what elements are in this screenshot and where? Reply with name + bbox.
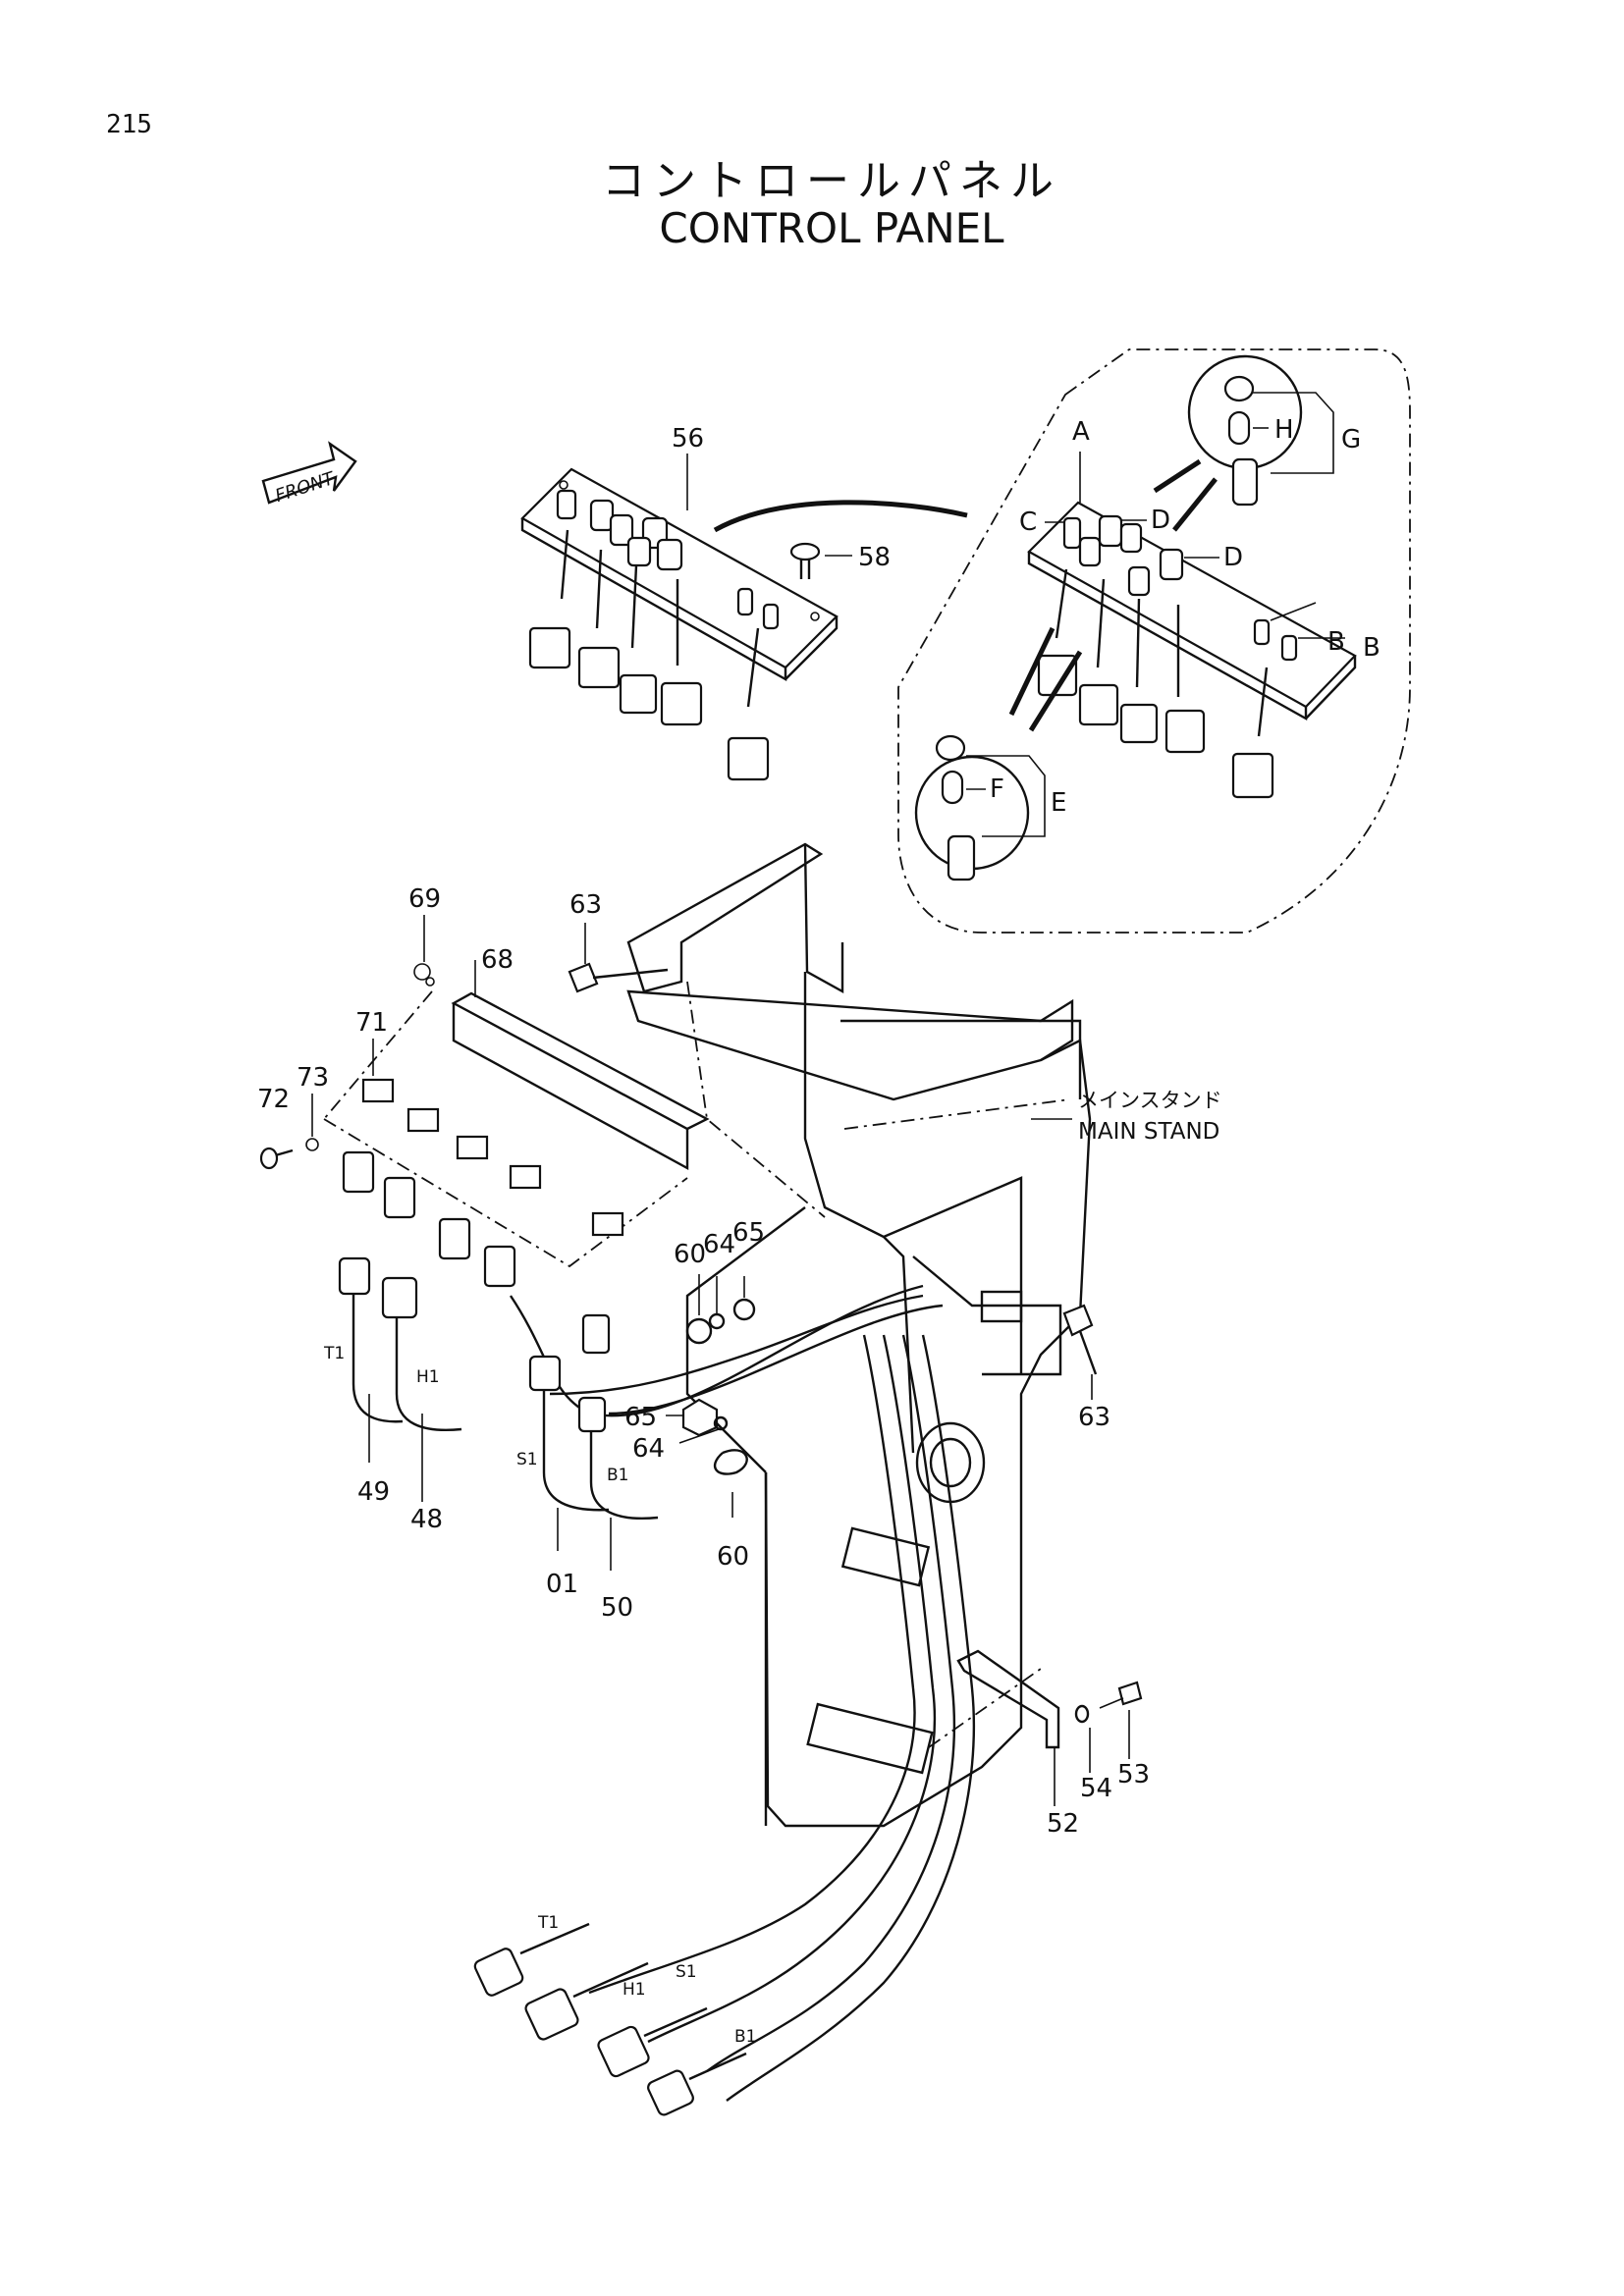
bolt-63-upper: [568, 923, 669, 993]
front-direction-arrow: FRONT: [261, 441, 357, 507]
callout-60-upper: 60: [674, 1240, 706, 1269]
wire-label-s1-bottom: S1: [676, 1962, 697, 1982]
callout-F: F: [990, 774, 1004, 804]
callout-65-upper: 65: [732, 1218, 765, 1248]
callout-68: 68: [481, 945, 514, 975]
callout-73: 73: [297, 1063, 329, 1093]
detail-callouts: A B B C D D E F G H: [990, 415, 1380, 818]
callout-54: 54: [1080, 1774, 1112, 1803]
callout-G: G: [1341, 425, 1361, 454]
callout-01: 01: [546, 1570, 578, 1599]
wire-label-t1-bottom: T1: [537, 1913, 559, 1933]
callout-72: 72: [257, 1085, 290, 1114]
callout-A: A: [1072, 417, 1090, 447]
title-english: CONTROL PANEL: [659, 204, 1004, 252]
callout-48: 48: [410, 1505, 443, 1534]
screw-58: [789, 542, 852, 579]
callout-71: 71: [355, 1008, 388, 1038]
main-stand-en: MAIN STAND: [1078, 1119, 1219, 1145]
callout-B-upper: B: [1327, 627, 1345, 657]
wire-label-s1-top: S1: [516, 1450, 538, 1469]
callout-C: C: [1019, 507, 1037, 537]
callout-D-upper: D: [1151, 506, 1170, 535]
callout-64-lower: 64: [632, 1434, 665, 1464]
title-japanese: コントロールパネル: [602, 156, 1061, 206]
main-stand: [626, 842, 1092, 1828]
bottom-connectors: [473, 1922, 747, 2116]
callout-49: 49: [357, 1477, 390, 1507]
wire-label-t1-top: T1: [323, 1344, 345, 1363]
bolt-63-lower: [1062, 1304, 1098, 1400]
clamps: [666, 1274, 756, 1518]
part-callouts: 56 58 63 63 68 69 71 72 73 60 64 65 65 6…: [257, 424, 1150, 1839]
detail-panel: [1027, 452, 1357, 799]
wire-label-b1-top: B1: [607, 1466, 628, 1485]
callout-69: 69: [408, 884, 441, 914]
lamp-assembly-g: [1153, 354, 1334, 532]
connector-bracket: [259, 963, 710, 1355]
callout-64-upper: 64: [703, 1230, 735, 1259]
callout-60-lower: 60: [717, 1542, 749, 1572]
detail-view-outline: [897, 348, 1411, 934]
wire-label-h1-bottom: H1: [623, 1980, 646, 2000]
callout-H: H: [1274, 415, 1294, 445]
callout-58: 58: [858, 543, 891, 572]
callout-E: E: [1051, 788, 1066, 818]
callout-D-lower: D: [1223, 543, 1243, 572]
callout-50: 50: [601, 1593, 633, 1623]
page-number: 215: [106, 110, 152, 139]
callout-B-lower: B: [1363, 633, 1380, 663]
wire-pieces: [338, 1256, 659, 1571]
detail-link-arc: [713, 500, 968, 533]
wire-label-b1-bottom: B1: [734, 2027, 756, 2047]
main-stand-label: メインスタンド MAIN STAND: [1031, 1089, 1222, 1145]
front-label: FRONT: [273, 468, 339, 507]
callout-52: 52: [1047, 1809, 1079, 1839]
wire-tag-labels: T1 H1 S1 B1 T1 H1 S1 B1: [323, 1344, 756, 2047]
callout-65-lower: 65: [624, 1403, 657, 1432]
bracket-52: [956, 1649, 1143, 1806]
callout-63-upper: 63: [569, 890, 602, 920]
control-panel-plate: [520, 467, 839, 781]
callout-53: 53: [1117, 1760, 1150, 1789]
callout-56: 56: [672, 424, 704, 454]
main-stand-jp: メインスタンド: [1078, 1089, 1222, 1112]
callout-63-lower: 63: [1078, 1403, 1110, 1432]
lamp-assembly-e: [914, 626, 1083, 881]
wire-label-h1-top: H1: [416, 1367, 440, 1387]
